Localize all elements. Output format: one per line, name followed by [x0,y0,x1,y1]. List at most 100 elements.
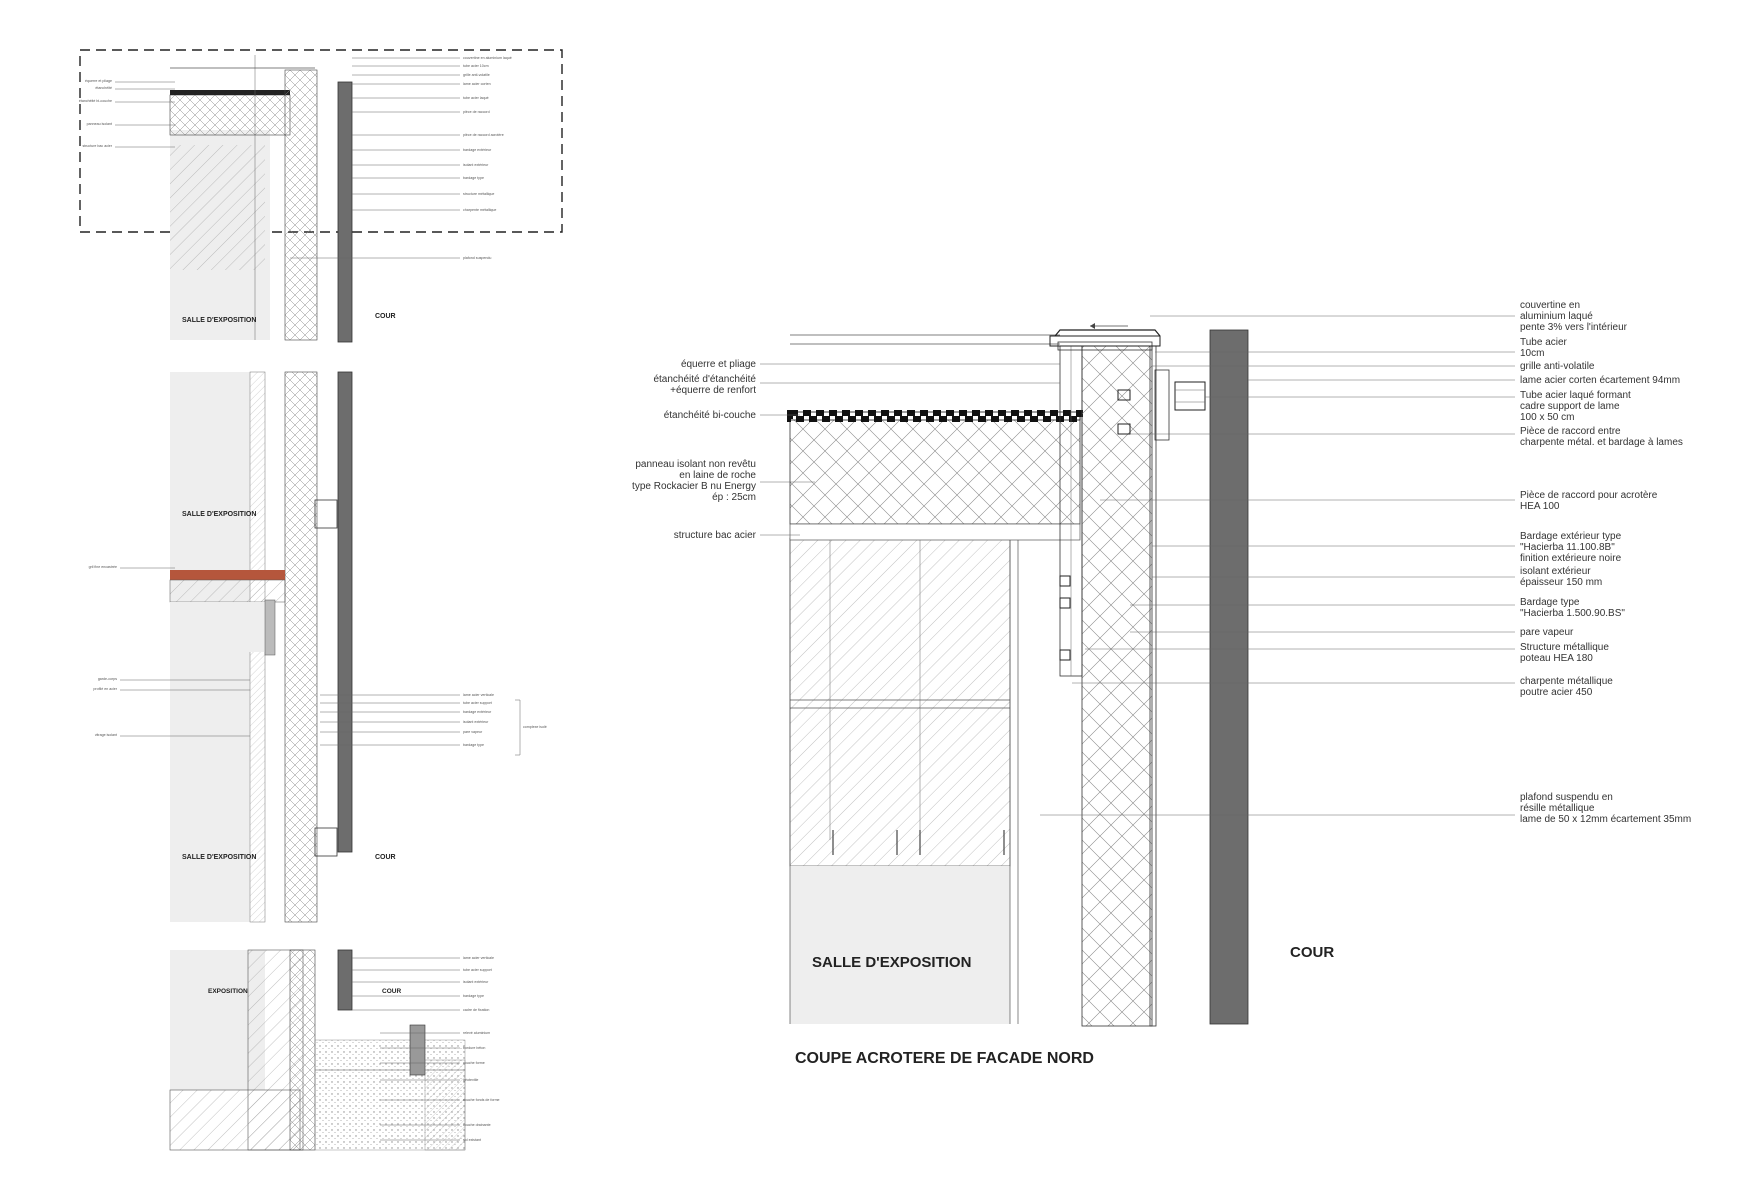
svg-text:profilé en acier: profilé en acier [93,687,117,691]
main-room-label: SALLE D'EXPOSITION [812,954,971,971]
svg-text:charpente métallique: charpente métallique [463,208,496,212]
svg-text:géotextile: géotextile [463,1078,478,1082]
svg-text:structure bac acier: structure bac acier [82,144,112,148]
exterior-corten-wall [1209,329,1249,1025]
svg-text:tube acier 10cm: tube acier 10cm [463,64,489,68]
top-outside-label: COUR [375,313,396,320]
svg-text:garde-corps: garde-corps [98,677,117,681]
label-piece-raccord-2: charpente métal. et bardage à lames [1520,437,1683,448]
label-charpente-1: charpente métallique [1520,676,1613,687]
label-equerre-renfort: +équerre de renfort [670,385,756,396]
svg-text:tube acier support: tube acier support [463,968,492,972]
svg-text:bardage type: bardage type [463,176,484,180]
roof-insulation-panel [789,413,1081,525]
small-section-bottom: lame acier verticale tube acier support … [169,949,500,1151]
bottom-room-label: EXPOSITION [208,988,248,995]
label-lame-corten: lame acier corten écartement 94mm [1520,375,1680,386]
label-piece-raccord-1: Pièce de raccord entre [1520,426,1621,437]
svg-text:plafond suspendu: plafond suspendu [463,256,491,260]
label-raccord-acrotere-2: HEA 100 [1520,501,1560,512]
label-bardage-ext-3: finition extérieure noire [1520,553,1622,564]
label-bardage-ext-2: "Hacierba 11.100.8B" [1520,542,1615,553]
top-room-label: SALLE D'EXPOSITION [182,317,256,324]
svg-text:lame acier verticale: lame acier verticale [463,956,494,960]
svg-text:panneau isolant: panneau isolant [87,122,112,126]
middle-outside-label: COUR [375,854,396,861]
svg-text:pièce de raccord acrotère: pièce de raccord acrotère [463,133,504,137]
svg-text:gril fine encastrée: gril fine encastrée [89,565,117,569]
svg-text:structure métallique: structure métallique [463,192,494,196]
label-plafond-1: plafond suspendu en [1520,792,1613,803]
suspended-ceiling-void [789,537,1011,867]
svg-text:tube acier support: tube acier support [463,701,492,705]
label-tube-acier-2: 10cm [1520,348,1544,359]
middle-room-label-1: SALLE D'EXPOSITION [182,511,256,518]
label-plafond-2: résille métallique [1520,803,1595,814]
svg-text:vitrage isolant: vitrage isolant [95,733,117,737]
small-section-top: couvertine en aluminium laqué tube acier… [79,49,563,343]
label-panneau-isolant-2: en laine de roche [679,470,756,481]
svg-text:tube acier laqué: tube acier laqué [463,96,489,100]
svg-text:cadre de fixation: cadre de fixation [463,1008,489,1012]
svg-text:sol existant: sol existant [463,1138,481,1142]
label-tube-acier-1: Tube acier [1520,337,1568,348]
label-panneau-isolant-1: panneau isolant non revêtu [635,459,756,470]
label-equerre-pliage: équerre et pliage [681,359,756,370]
label-tube-laque-1: Tube acier laqué formant [1520,390,1631,401]
svg-text:pare vapeur: pare vapeur [463,730,483,734]
svg-text:bardage extérieur: bardage extérieur [463,710,492,714]
label-pare-vapeur: pare vapeur [1520,627,1574,638]
svg-text:couvertine en aluminium laqué: couvertine en aluminium laqué [463,56,512,60]
svg-text:pièce de raccord: pièce de raccord [463,110,490,114]
main-detail: équerre et pliage étanchéité d'étanchéit… [632,300,1691,1067]
label-plafond-3: lame de 50 x 12mm écartement 35mm [1520,814,1691,825]
svg-text:couche fonds de forme: couche fonds de forme [463,1098,500,1102]
label-couvertine-2: aluminium laqué [1520,311,1593,322]
label-bardage-type-2: "Hacierba 1.500.90.BS" [1520,608,1625,619]
svg-text:isolant extérieur: isolant extérieur [463,163,489,167]
label-grille: grille anti-volatile [1520,361,1595,372]
svg-text:relevé aluminium: relevé aluminium [463,1031,490,1035]
label-structure-bac: structure bac acier [674,530,757,541]
svg-text:étanchéité bi-couche: étanchéité bi-couche [79,99,112,103]
svg-text:lame acier verticale: lame acier verticale [463,693,494,697]
detail-callout-frame [79,49,563,233]
small-section-middle: lame acier verticale tube acier support … [89,371,547,923]
svg-text:équerre et pliage: équerre et pliage [85,79,112,83]
exterior-insulation [1081,345,1153,1027]
svg-text:bordure béton: bordure béton [463,1046,485,1050]
svg-text:bardage type: bardage type [463,743,484,747]
main-detail-title: COUPE ACROTERE DE FACADE NORD [795,1050,1094,1067]
svg-text:isolant extérieur: isolant extérieur [463,980,489,984]
label-panneau-isolant-3: type Rockacier B nu Energy [632,481,756,492]
label-etancheite: étanchéité d'étanchéité [653,374,756,385]
svg-text:couche forme: couche forme [463,1061,485,1065]
label-couvertine-1: couvertine en [1520,300,1580,311]
label-tube-laque-2: cadre support de lame [1520,401,1620,412]
middle-room-label-2: SALLE D'EXPOSITION [182,854,256,861]
label-couvertine-3: pente 3% vers l'intérieur [1520,322,1628,333]
exhibition-room [790,866,1010,1024]
svg-text:bardage type: bardage type [463,994,484,998]
steel-deck [789,523,1081,541]
label-etancheite-bicouche: étanchéité bi-couche [664,410,757,421]
label-bardage-type-1: Bardage type [1520,597,1580,608]
label-structure-1: Structure métallique [1520,642,1609,653]
svg-text:lame acier corten: lame acier corten [463,82,491,86]
svg-text:couche drainante: couche drainante [463,1123,491,1127]
svg-text:isolant extérieur: isolant extérieur [463,720,489,724]
label-isolant-ext-2: épaisseur 150 mm [1520,577,1602,588]
svg-text:complexe isolé: complexe isolé [523,725,547,729]
label-panneau-isolant-4: ép : 25cm [712,492,756,503]
label-bardage-ext-1: Bardage extérieur type [1520,531,1622,542]
svg-text:grille anti-volatile: grille anti-volatile [463,73,490,77]
main-outside-label: COUR [1290,944,1334,961]
svg-text:bardage extérieur: bardage extérieur [463,148,492,152]
label-tube-laque-3: 100 x 50 cm [1520,412,1574,423]
label-isolant-ext-1: isolant extérieur [1520,566,1591,577]
label-raccord-acrotere-1: Pièce de raccord pour acrotère [1520,490,1658,501]
label-structure-2: poteau HEA 180 [1520,653,1593,664]
label-charpente-2: poutre acier 450 [1520,687,1593,698]
svg-text:étanchéité: étanchéité [95,86,112,90]
